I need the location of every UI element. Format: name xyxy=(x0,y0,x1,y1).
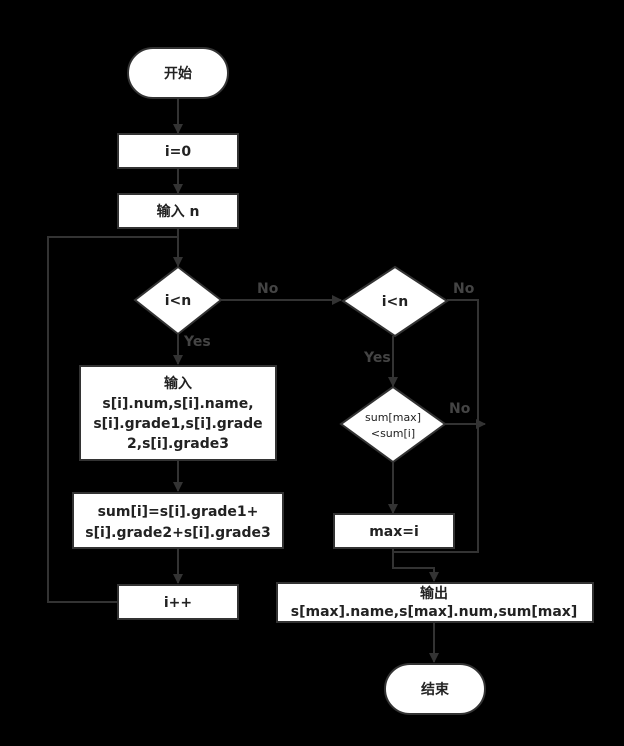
init-i-text: i=0 xyxy=(165,144,192,160)
edge-max-to-output xyxy=(392,548,439,582)
condition-1-node: i<n xyxy=(133,265,223,336)
cond1-yes-label: Yes xyxy=(183,334,211,350)
edge-loop-back xyxy=(47,236,178,603)
cond1-no-label: No xyxy=(257,281,279,297)
output-node: 输出 s[max].name,s[max].num,sum[max] xyxy=(276,582,594,623)
condition-2-text: i<n xyxy=(382,294,409,310)
input-n-text: 输入 n xyxy=(157,203,200,220)
init-i-node: i=0 xyxy=(117,133,239,169)
assign-max-text: max=i xyxy=(369,524,419,540)
end-node: 结束 xyxy=(384,663,486,715)
input-record-line-2: s[i].num,s[i].name, xyxy=(102,396,253,412)
sum-node: sum[i]=s[i].grade1+ s[i].grade2+s[i].gra… xyxy=(72,492,284,549)
condition-3-line-1: sum[max] xyxy=(365,411,421,424)
assign-max-node: max=i xyxy=(333,513,455,549)
condition-1-text: i<n xyxy=(165,293,192,309)
edges xyxy=(47,98,486,663)
condition-2-node: i<n xyxy=(341,265,449,338)
condition-3-node: sum[max] <sum[i] xyxy=(339,385,447,464)
start-node: 开始 xyxy=(127,47,229,99)
cond2-no-label: No xyxy=(453,281,475,297)
input-record-line-3: s[i].grade1,s[i].grade xyxy=(93,416,262,432)
output-line-2: s[max].name,s[max].num,sum[max] xyxy=(291,604,577,620)
input-record-line-4: 2,s[i].grade3 xyxy=(127,436,229,452)
increment-text: i++ xyxy=(164,595,192,611)
condition-3-line-2: <sum[i] xyxy=(371,427,415,440)
input-record-node: 输入 s[i].num,s[i].name, s[i].grade1,s[i].… xyxy=(79,365,277,461)
cond3-no-label: No xyxy=(449,401,471,417)
cond2-yes-label: Yes xyxy=(363,350,391,366)
sum-line-2: s[i].grade2+s[i].grade3 xyxy=(85,525,271,541)
start-text: 开始 xyxy=(164,65,192,82)
sum-line-1: sum[i]=s[i].grade1+ xyxy=(98,504,259,520)
input-n-node: 输入 n xyxy=(117,193,239,229)
increment-node: i++ xyxy=(117,584,239,620)
input-record-line-1: 输入 xyxy=(164,375,192,392)
output-line-1: 输出 xyxy=(420,585,448,602)
end-text: 结束 xyxy=(421,681,450,698)
